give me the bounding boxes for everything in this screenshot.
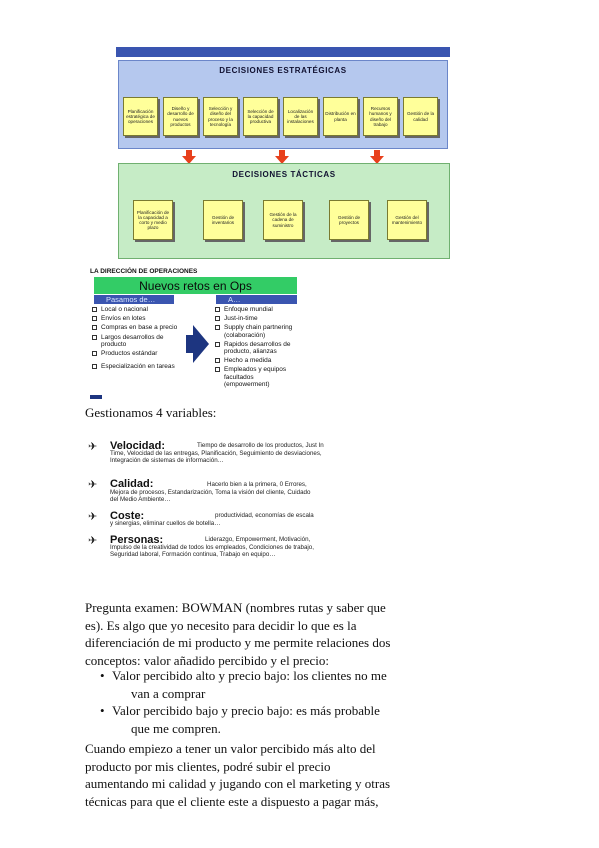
- strategic-item: Localización de las instalaciones: [283, 97, 318, 136]
- strategic-item: Selección de la capacidad productiva: [243, 97, 278, 136]
- text-line: Valor percibido alto y precio bajo: los …: [112, 668, 387, 683]
- text-line: Cuando empiezo a tener un valor percibid…: [85, 741, 376, 756]
- down-arrow-icon: [182, 150, 196, 164]
- text-line: diferenciación de mi producto y me permi…: [85, 635, 391, 651]
- tactical-title: DECISIONES TÁCTICAS: [232, 170, 336, 179]
- tactical-item: Planificación de la capacidad a corto y …: [133, 200, 173, 240]
- strategic-item: Selección y diseño del proceso y la tecn…: [203, 97, 238, 136]
- airplane-icon: ✈: [88, 441, 98, 453]
- variable-name: Personas:: [110, 534, 164, 546]
- slide-footer-bar: [90, 395, 102, 399]
- tactical-item: Gestión de la cadena de suministro: [263, 200, 303, 240]
- to-label: A…: [216, 295, 297, 304]
- tactical-item: Gestión de proyectos: [329, 200, 369, 240]
- from-item: Especialización en tareas: [92, 363, 187, 370]
- transition-arrow-tail: [186, 335, 194, 353]
- bullet-item: • Valor percibido alto y precio bajo: lo…: [100, 667, 440, 702]
- strategic-item: Distribución en planta: [323, 97, 358, 136]
- conclusion-paragraph: Cuando empiezo a tener un valor percibid…: [85, 740, 455, 811]
- strategic-item: Planificación estratégica de operaciones: [123, 97, 158, 136]
- strategic-item: Gestión de la calidad: [403, 97, 438, 136]
- bullet-icon: •: [100, 668, 105, 683]
- text-line: técnicas para que el cliente este a disp…: [85, 794, 379, 810]
- variable-description: Tiempo de desarrollo de los productos, J…: [110, 442, 324, 464]
- bullet-list: • Valor percibido alto y precio bajo: lo…: [100, 667, 440, 738]
- from-item: Productos estándar: [92, 350, 187, 357]
- text-line: aumentando mi calidad y jugando con el m…: [85, 776, 391, 792]
- question-paragraph: Pregunta examen: BOWMAN (nombres rutas y…: [85, 599, 445, 670]
- from-item: Envíos en lotes: [92, 315, 187, 322]
- variable-description: Hacerlo bien a la primera, 0 Errores, Me…: [110, 481, 311, 503]
- text-line: producto por mis clientes, podré subir e…: [85, 758, 331, 774]
- text-line: Valor percibido bajo y precio bajo: es m…: [112, 703, 380, 719]
- from-label: Pasamos de…: [94, 295, 174, 304]
- transition-arrow-icon: [193, 325, 209, 363]
- strategic-title: DECISIONES ESTRATÉGICAS: [219, 66, 347, 75]
- strategic-decisions-band: DECISIONES ESTRATÉGICAS Planificación es…: [118, 60, 448, 149]
- variable-name: Velocidad:: [110, 440, 166, 452]
- bullet-item: • Valor percibido bajo y precio bajo: es…: [100, 702, 440, 737]
- text-line: conceptos: valor añadido percibido y el …: [85, 653, 330, 669]
- from-list: Local o nacional Envíos en lotes Compras…: [92, 306, 187, 372]
- text-line: Pregunta examen: BOWMAN (nombres rutas y…: [85, 600, 386, 615]
- variables-intro: Gestionamos 4 variables:: [85, 405, 217, 420]
- to-item: Empleados y equipos facultados (empowerm…: [215, 366, 300, 388]
- text-line: van a comprar: [131, 685, 206, 701]
- to-item: Just-in-time: [215, 315, 300, 322]
- variable-description: Liderazgo, Empowerment, Motivación, Impu…: [110, 536, 314, 558]
- variable-description: productividad, economías de escala y sin…: [110, 512, 314, 527]
- from-item: Largos desarrollos de producto: [92, 334, 187, 348]
- slide-header: LA DIRECCIÓN DE OPERACIONES: [90, 268, 198, 275]
- to-item: Enfoque mundial: [215, 306, 300, 313]
- variable-name: Coste:: [110, 510, 145, 522]
- from-item: Local o nacional: [92, 306, 187, 313]
- from-item: Compras en base a precio: [92, 324, 187, 331]
- down-arrow-icon: [370, 150, 384, 164]
- airplane-icon: ✈: [88, 535, 98, 547]
- text-line: es). Es algo que yo necesito para decidi…: [85, 617, 357, 633]
- to-item: Rapidos desarrollos de producto, alianza…: [215, 341, 300, 355]
- strategic-item: Recursos humanos y diseño del trabajo: [363, 97, 398, 136]
- variable-name: Calidad:: [110, 478, 154, 490]
- airplane-icon: ✈: [88, 479, 98, 491]
- tactical-item: Gestión de inventarios: [203, 200, 243, 240]
- decisions-diagram: DECISIONES ESTRATÉGICAS Planificación es…: [116, 47, 450, 259]
- down-arrow-icon: [275, 150, 289, 164]
- new-challenges-slide: LA DIRECCIÓN DE OPERACIONES Nuevos retos…: [90, 268, 300, 401]
- to-item: Hecho a medida: [215, 357, 300, 364]
- to-list: Enfoque mundial Just-in-time Supply chai…: [215, 306, 300, 390]
- tactical-item: Gestión del mantenimiento: [387, 200, 427, 240]
- text-line: que me compren.: [131, 721, 221, 737]
- strategic-item: Diseño y desarrollo de nuevos productos: [163, 97, 198, 136]
- variables-image: ✈ Velocidad: Tiempo de desarrollo de los…: [85, 440, 324, 570]
- diagram-top-bar: [116, 47, 450, 57]
- airplane-icon: ✈: [88, 511, 98, 523]
- tactical-decisions-band: DECISIONES TÁCTICAS Planificación de la …: [118, 163, 450, 259]
- to-item: Supply chain partnering (colaboración): [215, 324, 300, 339]
- slide-banner: Nuevos retos en Ops: [94, 277, 297, 294]
- bullet-icon: •: [100, 703, 105, 719]
